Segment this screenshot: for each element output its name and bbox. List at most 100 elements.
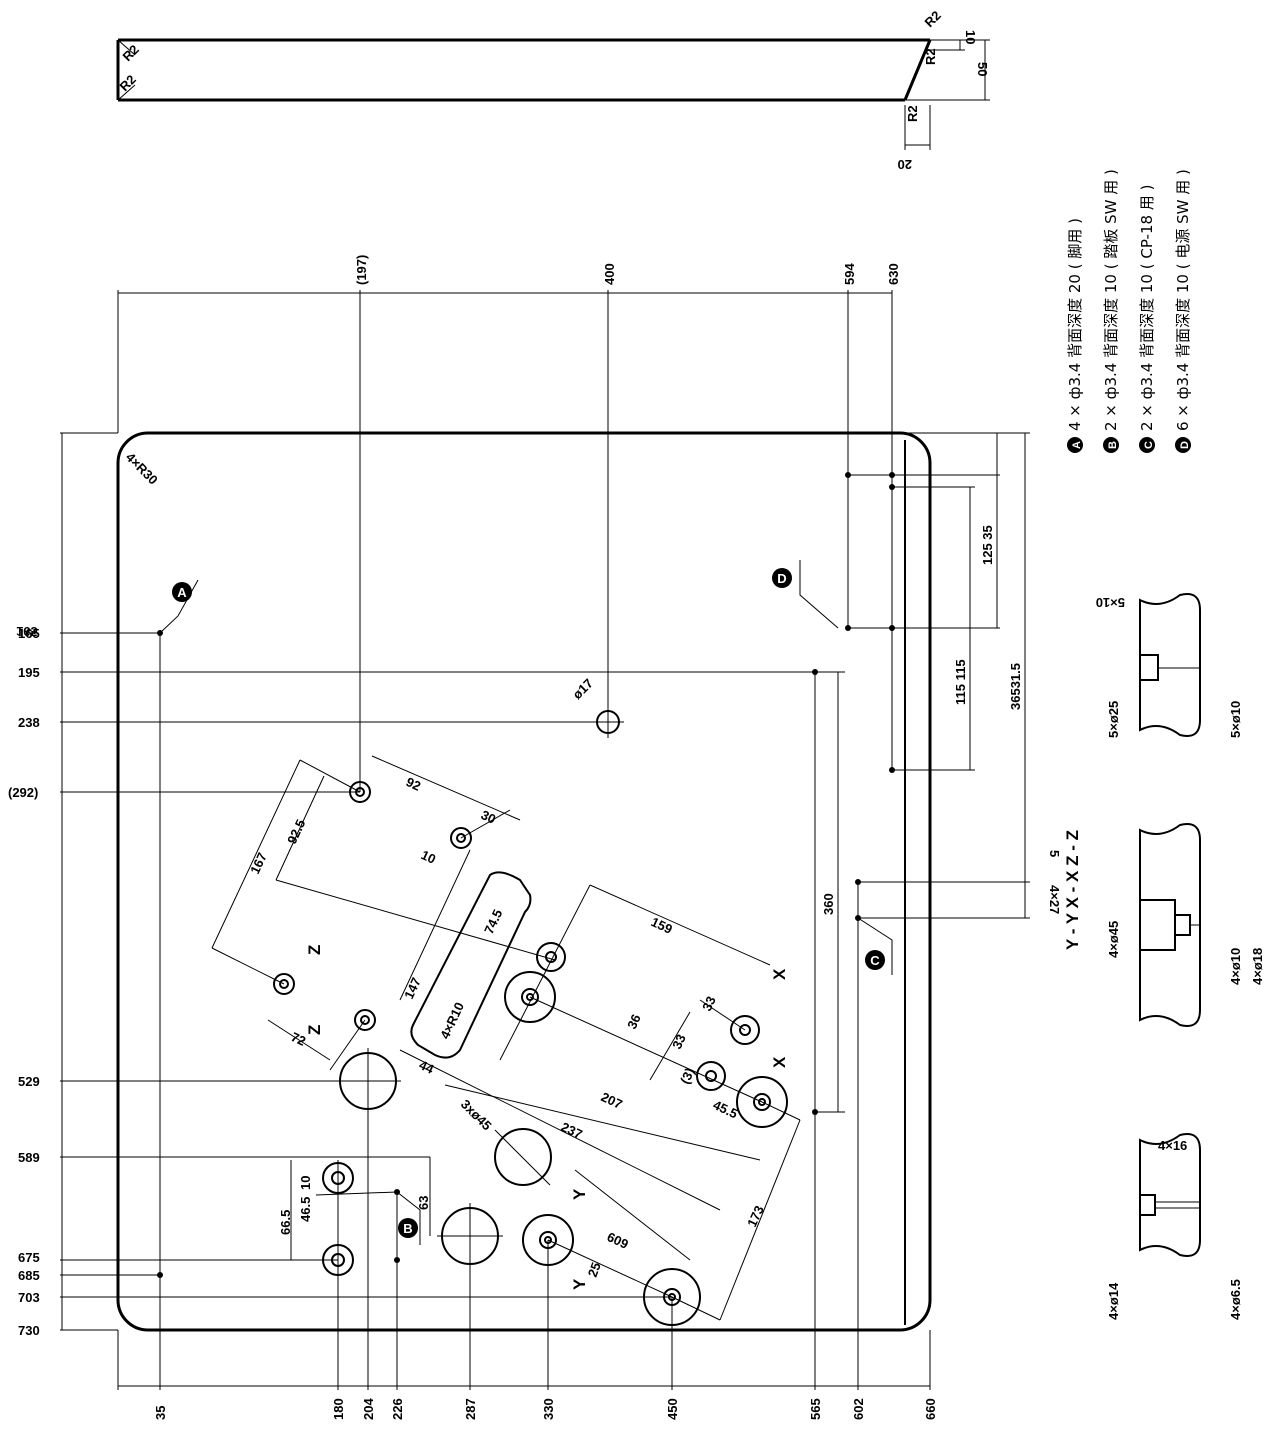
sec2-4x10: 4×ø10 <box>1228 948 1243 985</box>
legend-text-b: 2 × ф3.4 背面深度 10 ( 踏板 SW 用 ) <box>1102 169 1120 431</box>
marker-z-1: Z <box>305 945 324 955</box>
sec1-5x10: 5×ø10 <box>1228 701 1243 738</box>
left-dim-165: 165 <box>16 624 38 639</box>
bottom-dim-330: 330 <box>541 1398 556 1420</box>
marker-y-1: Y <box>570 1188 589 1200</box>
bottom-dim-226: 226 <box>390 1398 405 1420</box>
bottom-dim-204: 204 <box>361 1398 376 1420</box>
left-dim-238: 238 <box>18 715 40 730</box>
diagonal-dims <box>211 755 801 1321</box>
bottom-dimension-lines <box>117 630 931 1390</box>
dim-d17: ø17 <box>570 676 596 702</box>
left-dim-195: 195 <box>18 665 40 680</box>
bottom-dim-565: 565 <box>808 1398 823 1420</box>
dim-3: (3) <box>677 1066 697 1087</box>
strip-r2-b: R2 <box>117 72 139 94</box>
dim-25: 25 <box>585 1260 604 1279</box>
marker-x-1: X <box>770 968 789 980</box>
dim-33-a: 33 <box>699 994 719 1013</box>
top-dim-400: 400 <box>602 263 617 285</box>
top-dim-630: 630 <box>886 263 901 285</box>
sec1-5x25: 5×ø25 <box>1106 701 1121 738</box>
top-dim-197: (197) <box>354 255 369 285</box>
legend-text-d: 6 × ф3.4 背面深度 10 ( 电源 SW 用 ) <box>1174 169 1192 431</box>
right-dim-36531-5: 36531.5 <box>1008 663 1023 710</box>
top-dim-594: 594 <box>842 263 857 285</box>
bottom-dim-660: 660 <box>923 1398 938 1420</box>
main-plate <box>116 431 932 1332</box>
left-dim-675: 675 <box>18 1250 40 1265</box>
svg-text:B: B <box>1107 441 1119 449</box>
dim-92: 92 <box>404 774 423 794</box>
left-dim-730: 730 <box>18 1323 40 1338</box>
legend-text-c: 2 × ф3.4 背面深度 10 ( CP-18 用 ) <box>1138 185 1156 431</box>
slot-4xR10 <box>410 871 532 1059</box>
svg-text:C: C <box>870 953 880 968</box>
left-dim-703: 703 <box>18 1290 40 1305</box>
bottom-dim-450: 450 <box>665 1398 680 1420</box>
dim-173: 173 <box>744 1203 767 1229</box>
dim-207: 207 <box>599 1089 625 1112</box>
legend-item-d: D 6 × ф3.4 背面深度 10 ( 电源 SW 用 ) <box>1174 169 1192 453</box>
legend: A 4 × ф3.4 背面深度 20 ( 脚用 ) B 2 × ф3.4 背面深… <box>1066 169 1192 453</box>
left-dim-529: 529 <box>18 1074 40 1089</box>
right-dimension-lines <box>815 432 1030 1113</box>
strip-r2-d: R2 <box>923 48 938 65</box>
inner-dim-text: 4×R30 ø17 92 92.5 167 30 10 74.5 147 4×R… <box>123 450 767 1280</box>
sec2-4x27: 4×27 <box>1047 885 1062 914</box>
strip-r2-c: R2 <box>922 8 944 30</box>
svg-text:A: A <box>177 585 187 600</box>
side-strip: R2 R2 R2 R2 R2 10 50 20 <box>116 8 990 172</box>
hole-3x45 <box>494 1128 552 1186</box>
dim-74-5: 74.5 <box>481 907 505 936</box>
legend-text-a: 4 × ф3.4 背面深度 20 ( 脚用 ) <box>1066 218 1084 431</box>
plate-outline <box>116 431 932 1332</box>
bottom-dim-602: 602 <box>851 1398 866 1420</box>
dim-4xR30: 4×R30 <box>123 450 161 488</box>
section-view-1: 5×10 5×ø25 5×ø10 <box>1096 593 1243 738</box>
sec2-5: 5 <box>1047 850 1062 857</box>
svg-text:B: B <box>403 1221 412 1236</box>
dim-63: 63 <box>416 1196 431 1210</box>
sec3-4x16: 4×16 <box>1158 1138 1187 1153</box>
right-dim-125-35: 125 35 <box>980 525 995 565</box>
left-dim-text: 165 195 238 (292) 529 589 675 685 703 73… <box>8 626 40 1338</box>
marker-c: C <box>857 917 893 975</box>
left-dimension-lines <box>60 432 815 1331</box>
dim-46-5: 46.5 <box>298 1197 313 1222</box>
bottom-dim-180: 180 <box>331 1398 346 1420</box>
svg-text:D: D <box>1179 441 1191 449</box>
right-dim-360: 360 <box>821 893 836 915</box>
bottom-dim-text: 35 180 204 226 287 330 450 565 602 660 <box>153 1398 938 1420</box>
marker-x-2: X <box>770 1056 789 1068</box>
section-title: Y - Y X - X Z - Z <box>1063 830 1082 950</box>
svg-text:C: C <box>1143 441 1155 449</box>
strip-dim-20: 20 <box>898 157 912 172</box>
dim-237: 237 <box>559 1119 585 1142</box>
left-dim-165: 165 <box>18 626 40 641</box>
section-view-3: 4×16 4×ø14 4×ø6.5 <box>1106 1133 1243 1320</box>
left-dim-685: 685 <box>18 1268 40 1283</box>
marker-y-2: Y <box>570 1278 589 1290</box>
marker-d: D <box>772 560 839 629</box>
strip-dim-10: 10 <box>963 30 978 44</box>
dim-92-5: 92.5 <box>284 817 308 846</box>
dim-4xR10: 4×R10 <box>437 1000 467 1041</box>
dim-167: 167 <box>247 850 270 876</box>
dim-30: 30 <box>479 807 498 827</box>
plate-holes <box>273 706 788 1326</box>
top-dim-text: (197) 400 594 630 <box>354 255 901 285</box>
legend-item-c: C 2 × ф3.4 背面深度 10 ( CP-18 用 ) <box>1138 185 1156 453</box>
dim-66-5: 66.5 <box>278 1210 293 1235</box>
dim-72: 72 <box>289 1029 308 1049</box>
bottom-dim-35: 35 <box>153 1406 168 1420</box>
legend-item-b: B 2 × ф3.4 背面深度 10 ( 踏板 SW 用 ) <box>1102 169 1120 453</box>
section-view-2: 4×27 4×ø45 4×ø10 4×ø18 5 <box>1047 823 1265 1027</box>
svg-text:A: A <box>1071 441 1083 449</box>
marker-b: B <box>396 1191 421 1245</box>
strip-r2-a: R2 <box>120 42 142 64</box>
right-dim-text: 125 35 115 115 36531.5 360 <box>821 525 1023 915</box>
strip-dim-50: 50 <box>975 62 990 76</box>
dim-159: 159 <box>649 914 675 937</box>
